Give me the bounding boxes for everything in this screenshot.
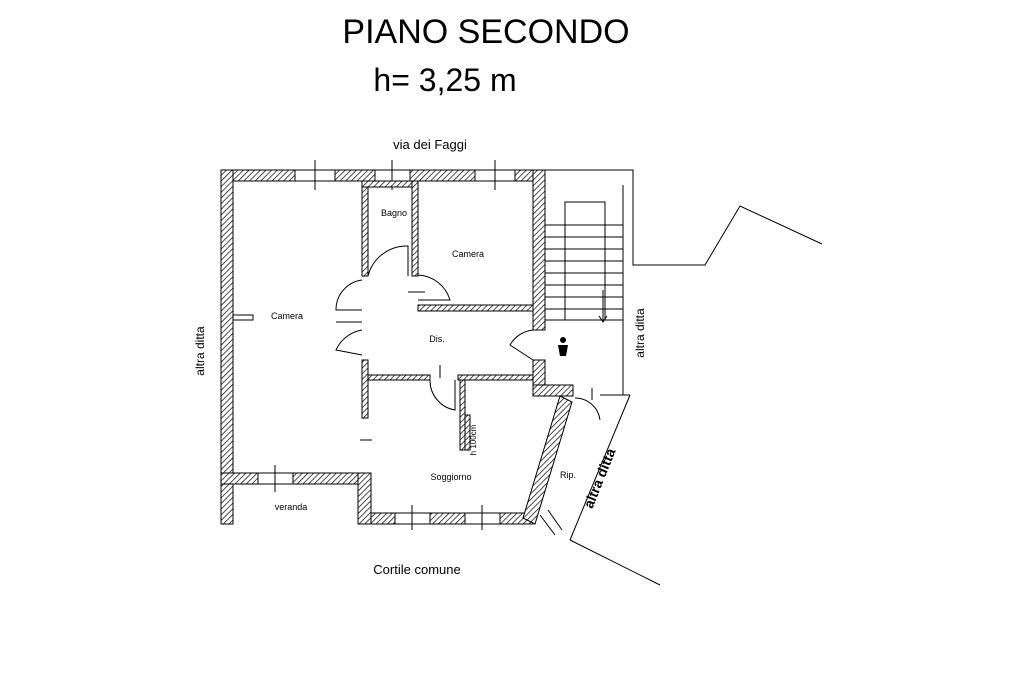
neighbor-left-label: altra ditta [193, 326, 207, 376]
door-swings [335, 245, 601, 441]
staircase [539, 169, 823, 586]
plan-title: PIANO SECONDO [342, 13, 629, 51]
neighbor-right-lower-label: altra ditta [580, 446, 619, 511]
courtyard-label: Cortile comune [373, 562, 460, 577]
windows [232, 160, 516, 530]
room-label-disimpegno: Dis. [429, 334, 445, 344]
room-label-camera-top: Camera [452, 249, 484, 259]
room-label-bagno: Bagno [381, 208, 407, 218]
interior-walls [361, 180, 534, 451]
room-label-soggiorno: Soggiorno [430, 472, 471, 482]
outer-walls [220, 169, 574, 525]
height-note-label: h 100cm [469, 424, 478, 455]
entrance-marker [558, 337, 568, 356]
street-label: via dei Faggi [393, 137, 467, 152]
plan-height: h= 3,25 m [373, 62, 516, 98]
room-label-veranda: veranda [275, 502, 308, 512]
room-label-ripostiglio: Rip. [560, 470, 576, 480]
neighbor-right-label: altra ditta [633, 308, 647, 358]
room-label-camera-left: Camera [271, 311, 303, 321]
